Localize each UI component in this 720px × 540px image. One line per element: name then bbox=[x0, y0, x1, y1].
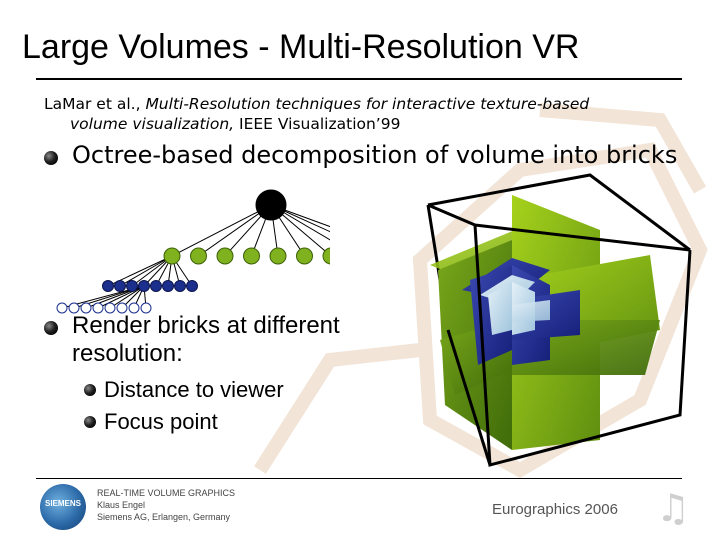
citation-paper-title-1: Multi-Resolution techniques for interact… bbox=[145, 95, 590, 113]
tree-node-level1 bbox=[296, 247, 313, 265]
logo-text: SIEMENS bbox=[44, 499, 81, 508]
sub-bullet-icon bbox=[84, 384, 96, 396]
bullet-render-bricks: Render bricks at different resolution: bbox=[72, 312, 340, 367]
tree-edge bbox=[171, 204, 272, 257]
tree-node-level2 bbox=[126, 280, 138, 292]
footer-divider bbox=[36, 478, 682, 479]
tree-node-level3 bbox=[56, 302, 68, 314]
tree-edge bbox=[119, 255, 173, 287]
tree-node-level1 bbox=[322, 247, 330, 265]
tree-node-level3 bbox=[140, 302, 152, 314]
citation-paper-title-2: volume visualization, bbox=[70, 115, 235, 133]
tree-node-level3 bbox=[116, 302, 128, 314]
footer-credits: REAL-TIME VOLUME GRAPHICS Klaus Engel Si… bbox=[97, 487, 235, 523]
citation-venue: IEEE Visualization’99 bbox=[234, 115, 401, 133]
tree-node-level2 bbox=[150, 280, 162, 292]
sub-bullet-distance: Distance to viewer bbox=[104, 377, 284, 402]
tree-node-level2 bbox=[114, 280, 126, 292]
footer-course: REAL-TIME VOLUME GRAPHICS bbox=[97, 488, 236, 498]
tree-edge bbox=[270, 204, 330, 228]
volume-bricks-illustration bbox=[426, 173, 692, 467]
title-divider bbox=[36, 78, 682, 80]
footer-affiliation: Siemens AG, Erlangen, Germany bbox=[97, 512, 231, 522]
tree-node-level2 bbox=[186, 280, 198, 292]
footer-conference: Eurographics 2006 bbox=[492, 501, 618, 518]
tree-node-level1 bbox=[243, 247, 260, 265]
tree-node-level1 bbox=[216, 247, 234, 265]
tree-node-level3 bbox=[80, 302, 92, 314]
footer-author: Klaus Engel bbox=[97, 500, 146, 510]
tree-node-level3 bbox=[68, 302, 80, 314]
slide-title: Large Volumes - Multi-Resolution VR bbox=[22, 28, 580, 66]
sub-bullet-focus: Focus point bbox=[104, 409, 218, 434]
citation-authors: LaMar et al., bbox=[44, 95, 146, 113]
tree-node-level3 bbox=[128, 302, 140, 314]
bullet-octree: Octree-based decomposition of volume int… bbox=[72, 141, 678, 169]
tree-node-level1 bbox=[269, 247, 287, 265]
tree-edge bbox=[270, 204, 330, 233]
tree-node-level2 bbox=[102, 280, 114, 292]
sub-bullet-icon bbox=[84, 416, 96, 428]
tree-edge bbox=[109, 285, 145, 309]
tree-node-level2 bbox=[174, 280, 186, 292]
bullet-icon bbox=[44, 321, 58, 335]
octree-diagram bbox=[56, 189, 330, 314]
tree-edge bbox=[270, 204, 330, 241]
bullet-icon bbox=[44, 151, 58, 165]
tree-node-level2 bbox=[162, 280, 174, 292]
tree-node-level1 bbox=[190, 247, 207, 265]
siemens-logo bbox=[40, 484, 86, 530]
tree-node-level3 bbox=[92, 302, 104, 314]
tree-node-level2 bbox=[138, 280, 150, 292]
tree-node-root bbox=[255, 189, 287, 221]
citation: LaMar et al., Multi-Resolution technique… bbox=[44, 94, 644, 134]
tree-node-level1 bbox=[163, 247, 181, 265]
music-note-icon: ♫ bbox=[656, 486, 691, 530]
tree-node-level3 bbox=[104, 302, 116, 314]
